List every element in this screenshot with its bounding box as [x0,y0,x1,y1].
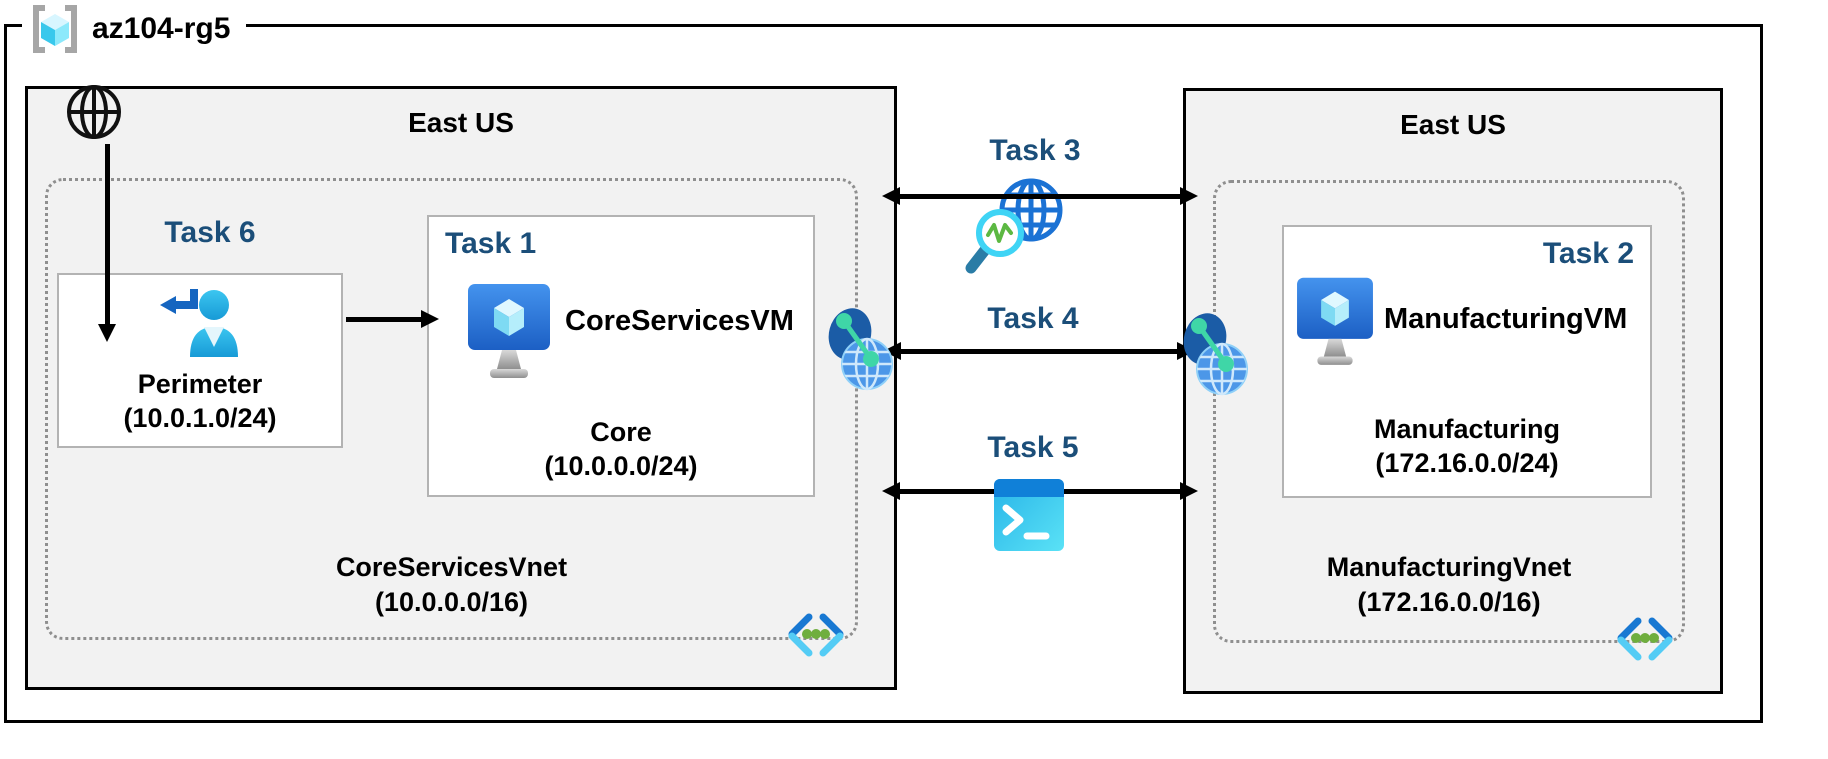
core-subnet-box: Task 1 CoreServicesVM Core (10.0.0.0/24) [427,215,815,497]
arrowhead-left-icon [882,482,900,500]
guest-user-icon [160,289,238,357]
manufacturing-vnet-name: ManufacturingVnet [1326,552,1572,582]
right-region-location: East US [1400,109,1506,140]
subnet-icon-left [788,613,844,657]
task2-label: Task 2 [1542,237,1634,270]
manufacturing-subnet-name: Manufacturing [1374,414,1560,444]
task4-peering-arrow [883,342,1195,360]
perimeter-to-core-arrow [346,310,439,328]
vnet-peering-icon-right [1183,313,1248,396]
core-services-vnet-box [45,178,858,640]
manufacturing-vm-icon [1297,277,1373,365]
resource-group-name: az104-rg5 [92,12,231,45]
resource-group-icon [33,5,77,53]
arrowhead-right-icon [1180,187,1198,205]
arrowhead-left-icon [882,187,900,205]
perimeter-subnet-box: Perimeter (10.0.1.0/24) [57,273,343,448]
manufacturing-subnet-box: Task 2 ManufacturingVM Manufacturing (17… [1282,225,1652,498]
core-subnet-cidr: (10.0.0.0/24) [544,451,698,481]
core-services-vm-icon [468,284,550,378]
cloud-shell-icon [994,479,1064,551]
resource-group-label: az104-rg5 [22,0,247,58]
perimeter-subnet-cidr: (10.0.1.0/24) [123,403,277,433]
core-vnet-label: CoreServicesVnet (10.0.0.0/16) [45,550,858,620]
manufacturing-subnet-label: Manufacturing (172.16.0.0/24) [1284,412,1650,480]
task3-peering-arrow [882,187,1198,205]
core-subnet-name: Core [590,417,652,447]
core-vm-name: CoreServicesVM [565,305,794,337]
left-region-location: East US [408,107,514,138]
manufacturing-vnet-label: ManufacturingVnet (172.16.0.0/16) [1213,550,1685,620]
vnet-peering-icon-left [828,308,893,391]
arrowhead-right-icon [1180,482,1198,500]
manufacturing-subnet-cidr: (172.16.0.0/24) [1375,448,1559,478]
core-subnet-label: Core (10.0.0.0/24) [429,415,813,483]
arrowhead-right-icon [421,310,439,328]
manufacturing-vm-name: ManufacturingVM [1384,303,1628,335]
manufacturing-vnet-cidr: (172.16.0.0/16) [1357,587,1541,617]
arrowhead-down-icon [98,324,116,342]
core-vnet-name: CoreServicesVnet [335,552,568,582]
task3-label: Task 3 [989,134,1081,167]
task4-label: Task 4 [987,302,1079,335]
core-vnet-cidr: (10.0.0.0/16) [374,587,529,617]
task1-label: Task 1 [445,227,537,260]
perimeter-subnet-name: Perimeter [137,369,263,399]
resource-group-border [4,24,1763,723]
internet-to-perimeter-arrow [98,144,116,342]
network-watcher-icon [965,178,1063,274]
subnet-icon-right [1617,617,1673,661]
task5-label: Task 5 [987,431,1079,464]
task6-label: Task 6 [164,216,256,249]
perimeter-subnet-label: Perimeter (10.0.1.0/24) [123,367,276,435]
manufacturing-vnet-box [1213,180,1685,643]
internet-icon [67,85,121,139]
